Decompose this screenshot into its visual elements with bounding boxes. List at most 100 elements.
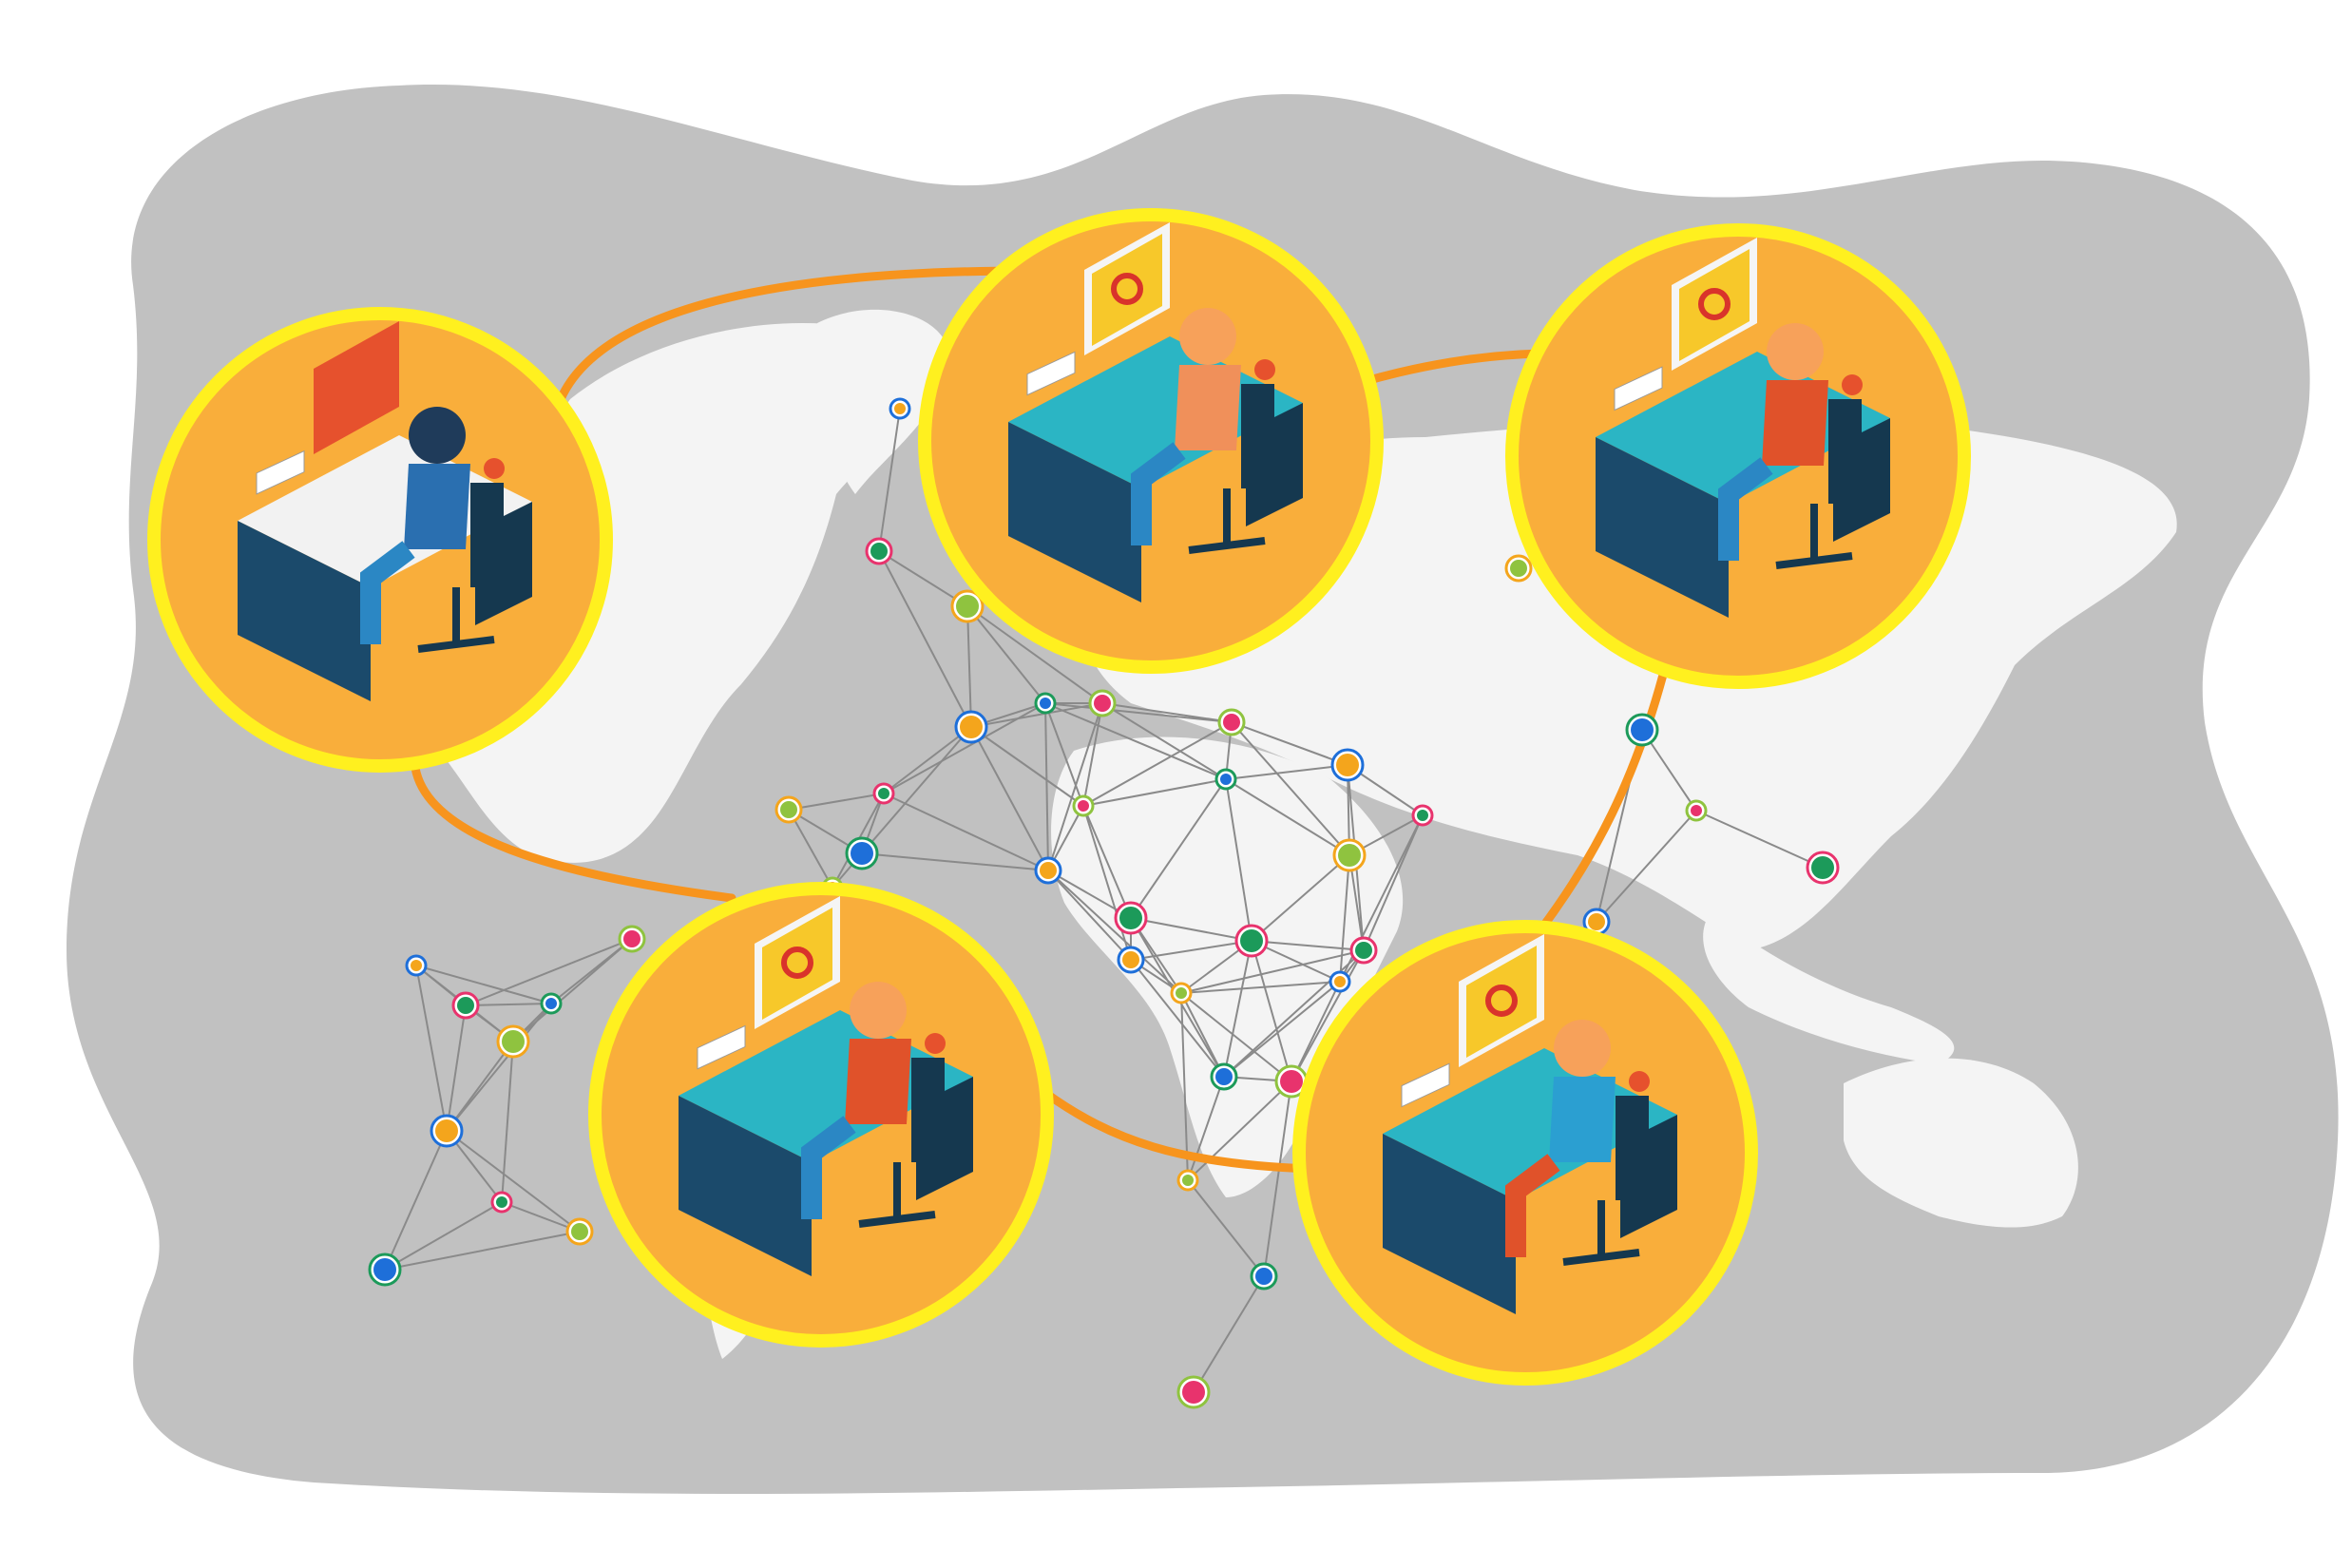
network-link [1101, 702, 1227, 780]
network-link [550, 938, 633, 1004]
head [1767, 323, 1824, 380]
mug-icon [1842, 374, 1863, 395]
network-node-core [496, 1196, 507, 1208]
chair [1241, 384, 1274, 488]
arc-3-5 [1535, 670, 1668, 936]
torso [1762, 380, 1828, 466]
network-node-core [1182, 1175, 1194, 1186]
network-link [1180, 981, 1341, 994]
network-node-core [1255, 1268, 1272, 1285]
network-link [446, 1130, 581, 1233]
head [850, 982, 907, 1039]
torso [845, 1039, 911, 1124]
worker-badge [1292, 920, 1758, 1386]
torso [1175, 365, 1241, 450]
network-link [1596, 810, 1697, 923]
network-link [1339, 854, 1350, 983]
network-node-core [1811, 856, 1834, 879]
network-node-core [623, 930, 641, 947]
network-link [1044, 702, 1233, 723]
worker-at-desk-icon [679, 896, 973, 1276]
network-link [1251, 854, 1350, 942]
network-node-core [571, 1223, 588, 1240]
network-node-core [870, 543, 888, 560]
network-link [883, 793, 1049, 871]
network-link [1130, 940, 1252, 961]
network-node-core [1220, 774, 1232, 785]
network-link [1225, 764, 1348, 780]
mug-icon [1629, 1071, 1650, 1092]
arc-4-5 [1041, 1088, 1316, 1174]
network-link [1047, 702, 1103, 871]
torso [404, 464, 470, 549]
network-node-core [1122, 951, 1139, 968]
network-node-core [1631, 718, 1654, 741]
network-link [1047, 870, 1132, 961]
network-link [1130, 959, 1225, 1078]
network-node-core [894, 403, 906, 414]
network-node-core [956, 595, 979, 618]
network-link [446, 1004, 467, 1132]
network-link [465, 938, 633, 1006]
network-node-core [1040, 862, 1057, 879]
network-link [465, 1003, 552, 1006]
southeast-asia [1703, 912, 1955, 1064]
network-link [966, 605, 1046, 704]
worker-badge [588, 882, 1054, 1348]
worker-badge [1505, 223, 1971, 689]
network-node-core [1182, 1381, 1205, 1404]
network-node-core [1280, 1070, 1303, 1093]
network-node-core [851, 842, 873, 865]
worker-badge [918, 208, 1384, 674]
arc-1-4 [411, 763, 736, 903]
network-link [1044, 702, 1227, 780]
network-link [1082, 778, 1227, 807]
network-node-core [1336, 754, 1359, 776]
worker-badge [147, 307, 613, 773]
network-node-core [780, 801, 797, 818]
chair [1828, 399, 1862, 504]
network-link [384, 1130, 448, 1271]
network-link [384, 1201, 503, 1271]
network-node-core [1355, 942, 1372, 959]
network-link [1225, 778, 1252, 942]
network-node-core [1510, 560, 1527, 577]
network-node-core [1691, 805, 1702, 816]
head [409, 407, 466, 464]
network-link [1082, 702, 1103, 807]
network-link [1130, 778, 1227, 919]
network-link [1082, 805, 1132, 919]
network-link [878, 550, 972, 728]
network-link [1231, 721, 1350, 856]
greenland [814, 309, 950, 494]
network-link [1082, 805, 1132, 961]
network-link [788, 809, 833, 889]
network-link [1187, 1179, 1265, 1277]
gear-icon [1698, 288, 1731, 320]
network-link [1180, 992, 1225, 1078]
network-link [1251, 940, 1292, 1082]
network-link [970, 726, 1084, 807]
network-link [1187, 1076, 1225, 1181]
network-nodes [368, 397, 1840, 1409]
network-node-core [1040, 698, 1051, 709]
network-node-core [435, 1119, 458, 1142]
network-link [1263, 1080, 1292, 1277]
workers [147, 208, 1971, 1386]
network-link [966, 605, 1103, 704]
network-link [415, 965, 552, 1004]
network-link [384, 1231, 581, 1271]
gear-icon [781, 947, 813, 979]
torso [1549, 1077, 1616, 1162]
network-node-core [1078, 800, 1089, 812]
woman-at-desk-icon [238, 321, 532, 701]
network-link [1223, 940, 1252, 1078]
chair [911, 1058, 945, 1162]
network-link [1047, 870, 1182, 994]
network-node-core [1215, 1068, 1233, 1085]
network-node-core [1223, 714, 1240, 731]
network-link [970, 702, 1103, 728]
network-link [446, 1003, 552, 1132]
mug-icon [484, 458, 505, 479]
australia [1844, 1058, 2078, 1228]
